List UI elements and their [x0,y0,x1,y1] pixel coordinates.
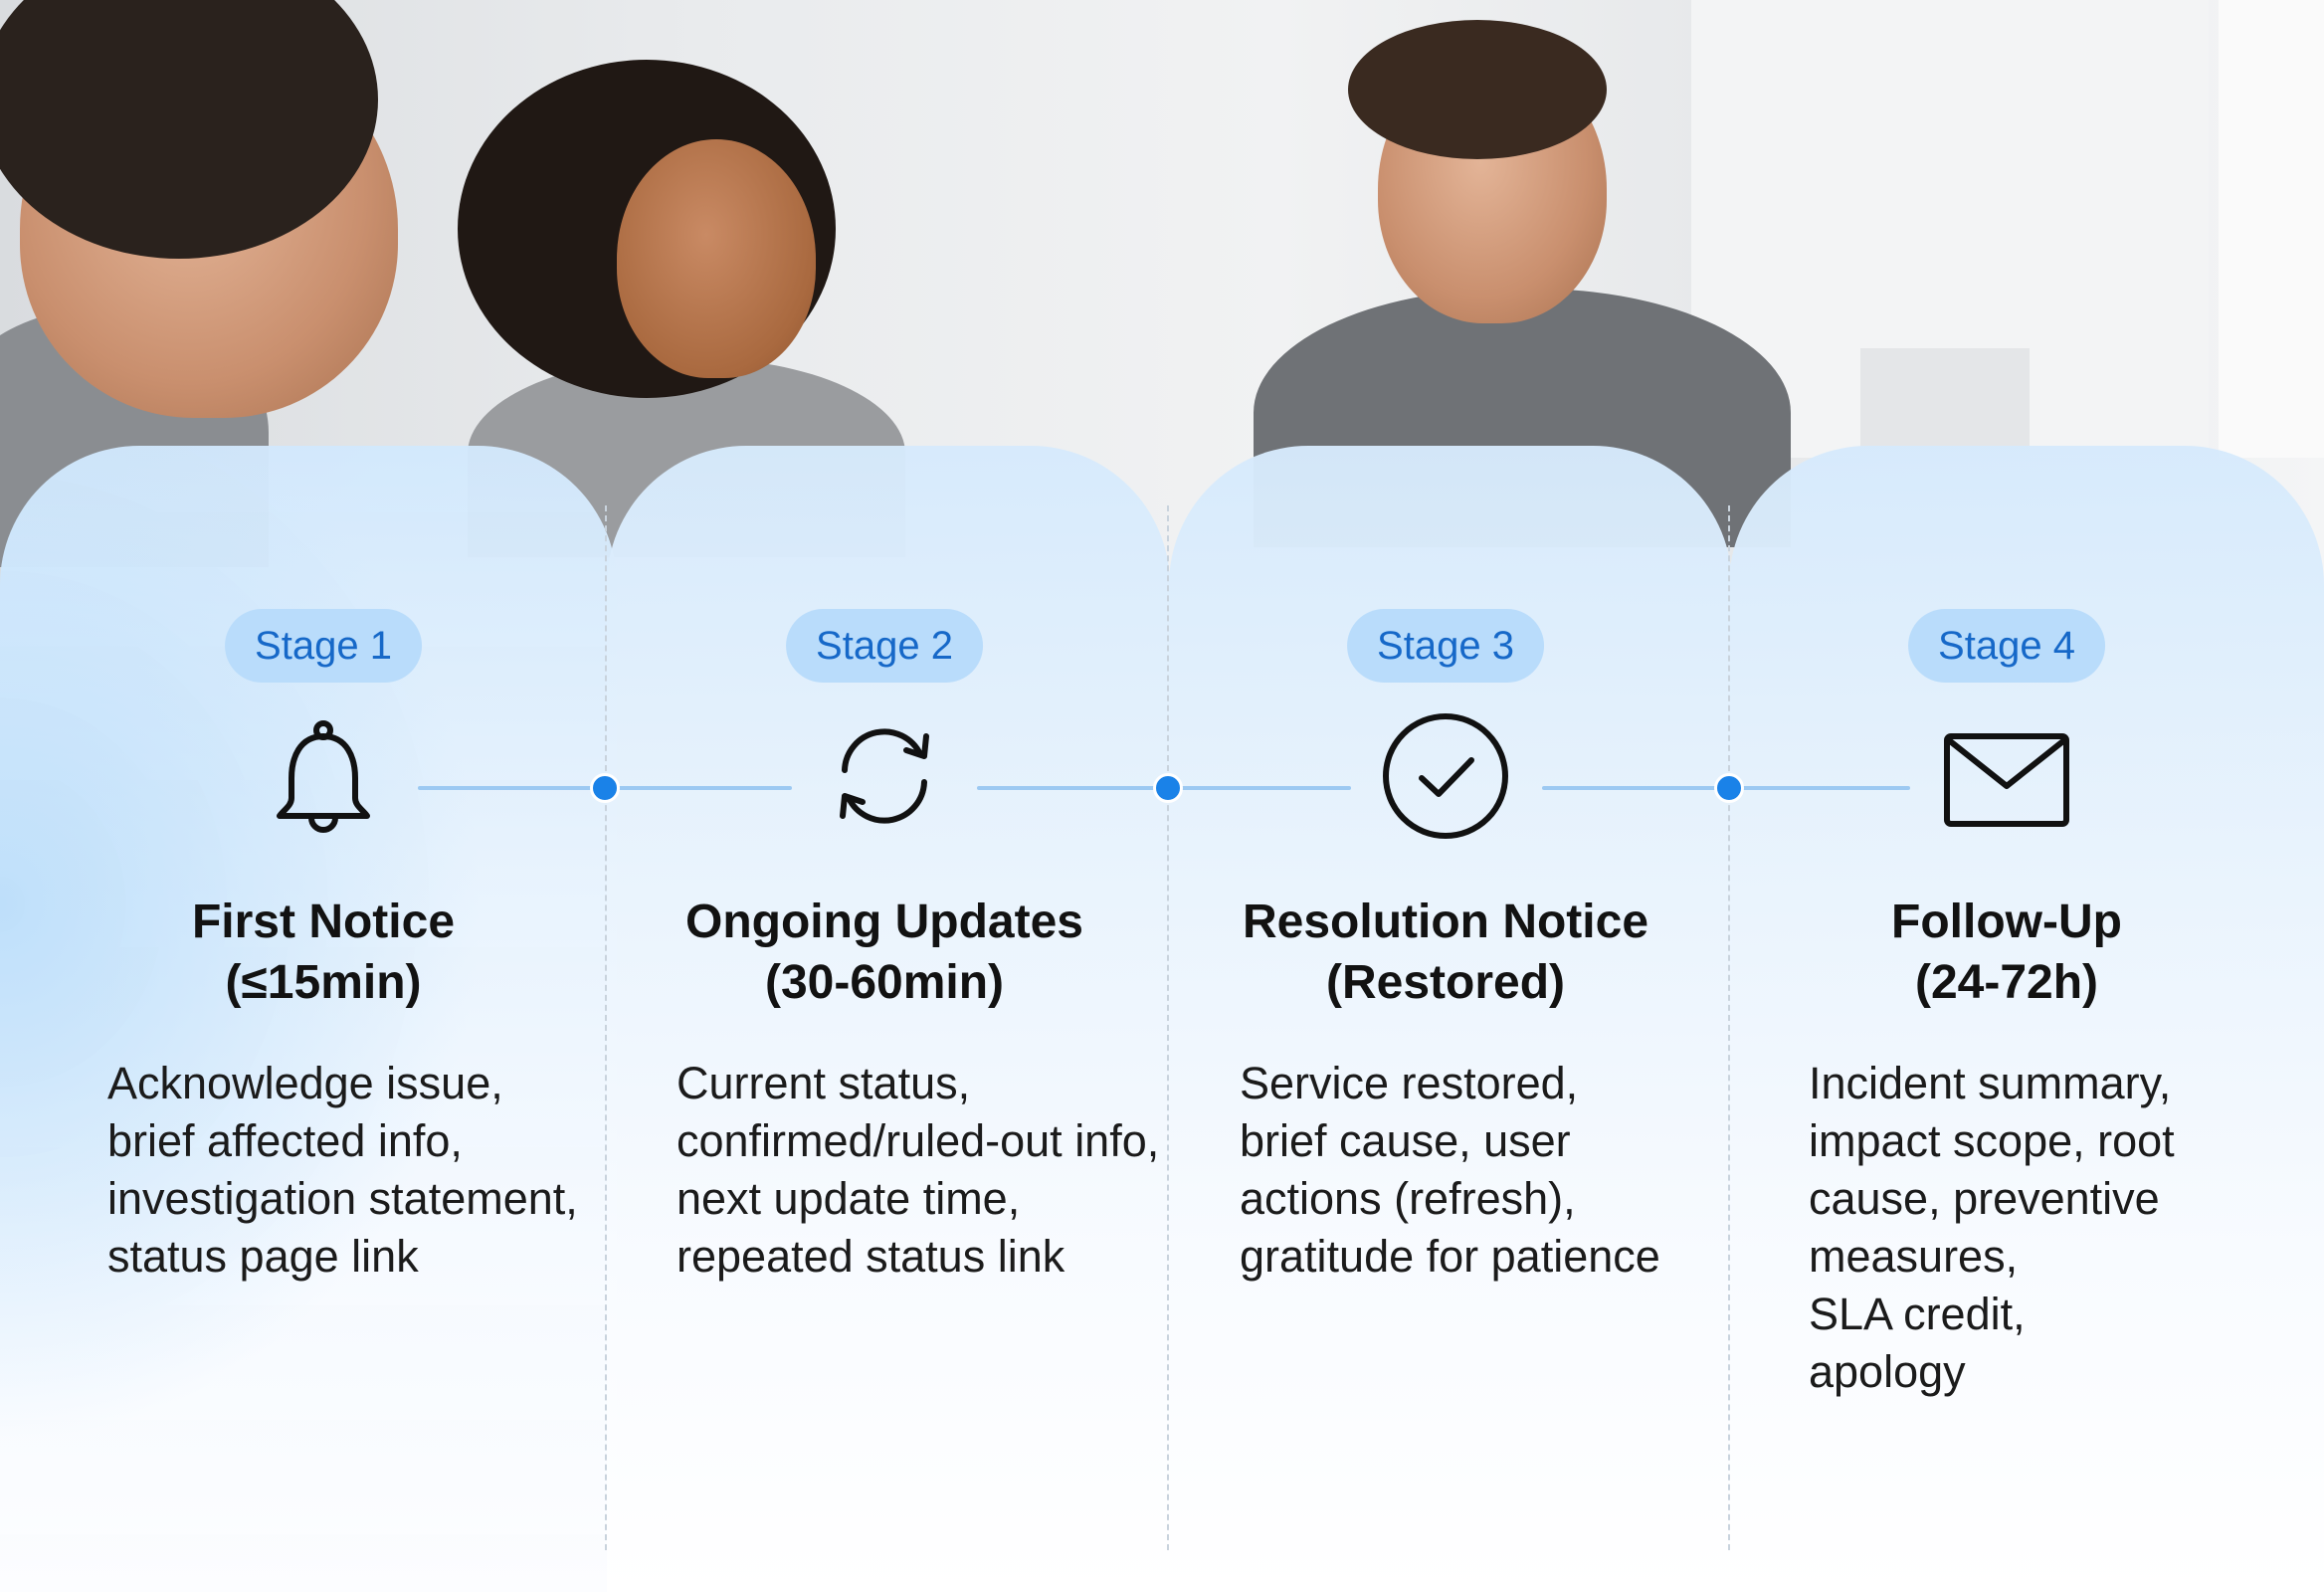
stage-description-line: cause, preventive [1809,1173,2160,1224]
stage-title-line: First Notice [191,896,456,948]
stages-panel [0,446,2324,1592]
check-circle-icon [1376,706,1515,846]
stage-divider [1728,505,1730,1550]
stage-1: Stage 1 First Notice (≤15min) Acknowledg… [42,446,605,1592]
stage-description-line: next update time, [677,1173,1021,1224]
stage-4: Stage 4 Follow-Up (24-72h) Incident summ… [1725,446,2288,1592]
stage-title-timing: (24-72h) [1914,956,2099,1009]
stage-description-line: brief affected info, [107,1115,463,1166]
stage-description-line: repeated status link [677,1231,1065,1282]
stage-badge: Stage 2 [786,609,983,683]
stage-description-line: measures, [1809,1231,2019,1282]
stage-title-line: Follow-Up [1891,896,2122,948]
stage-description: Acknowledge issue, brief affected info, … [107,1055,578,1286]
timeline-node [1153,773,1183,803]
stage-description-line: Current status, [677,1058,971,1108]
stage-description-line: gratitude for patience [1240,1231,1660,1282]
timeline-node [590,773,620,803]
bell-icon [254,706,393,846]
stage-title: Follow-Up (24-72h) [1725,892,2288,1013]
stage-description-line: Service restored, [1240,1058,1579,1108]
refresh-icon [815,706,954,846]
stage-badge: Stage 1 [225,609,422,683]
stage-badge: Stage 4 [1908,609,2105,683]
stage-description-line: Acknowledge issue, [107,1058,503,1108]
stage-divider [605,505,607,1550]
stage-description-line: Incident summary, [1809,1058,2172,1108]
stage-title-timing: (≤15min) [225,956,422,1009]
stage-description-line: brief cause, user [1240,1115,1571,1166]
stage-description-line: status page link [107,1231,419,1282]
stage-description-line: apology [1809,1346,1966,1397]
stage-3: Stage 3 Resolution Notice (Restored) Ser… [1164,446,1727,1592]
stage-description: Incident summary, impact scope, root cau… [1809,1055,2175,1401]
stage-description-line: confirmed/ruled-out info, [677,1115,1160,1166]
stage-title-timing: (30-60min) [764,956,1005,1009]
stage-badge: Stage 3 [1347,609,1544,683]
stage-title-line: Resolution Notice [1242,896,1649,948]
stage-description-line: SLA credit, [1809,1289,2026,1339]
envelope-icon [1937,706,2076,846]
stage-title: Resolution Notice (Restored) [1164,892,1727,1013]
timeline-node [1714,773,1744,803]
stage-title: First Notice (≤15min) [42,892,605,1013]
stage-description-line: investigation statement, [107,1173,578,1224]
stage-description-line: actions (refresh), [1240,1173,1576,1224]
stage-divider [1167,505,1169,1550]
stage-description-line: impact scope, root [1809,1115,2175,1166]
stage-2: Stage 2 Ongoing Updates (30-60min) Curre… [603,446,1166,1592]
stage-description: Current status, confirmed/ruled-out info… [677,1055,1159,1286]
stage-description: Service restored, brief cause, user acti… [1240,1055,1660,1286]
stage-title-timing: (Restored) [1325,956,1566,1009]
stage-title-line: Ongoing Updates [685,896,1083,948]
stage-title: Ongoing Updates (30-60min) [603,892,1166,1013]
